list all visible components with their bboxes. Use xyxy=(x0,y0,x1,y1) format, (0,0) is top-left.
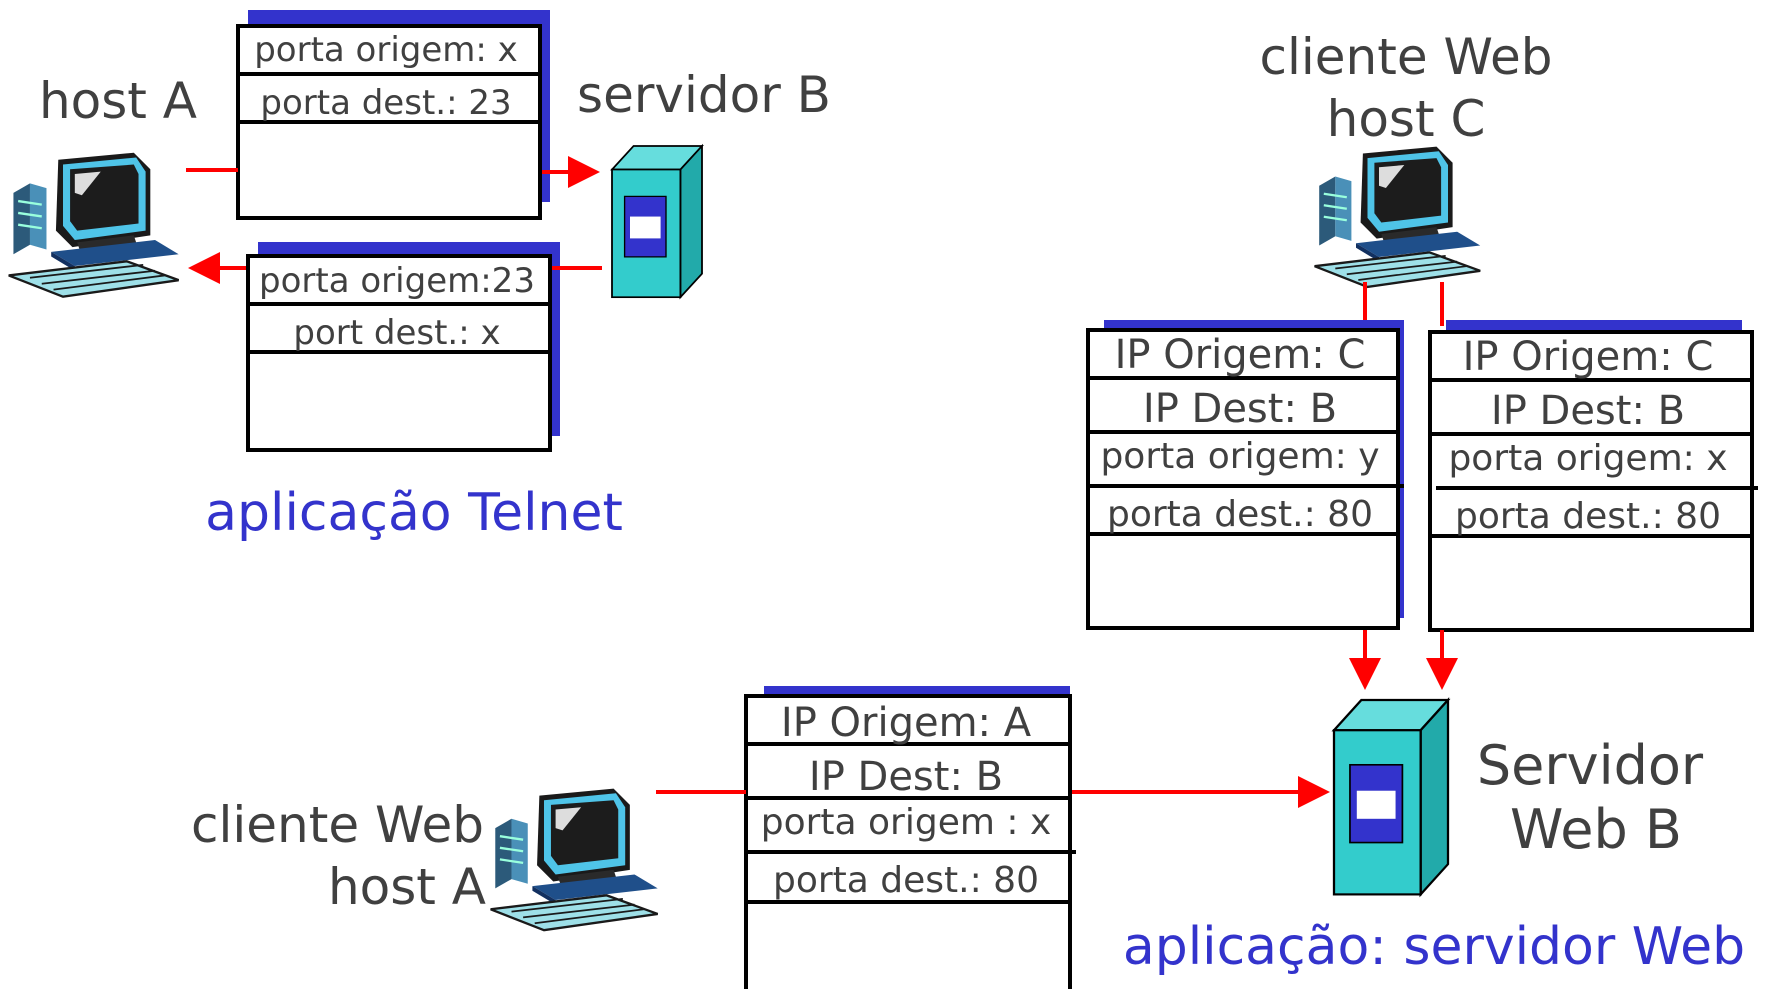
web-segment-a: IP Origem: A IP Dest: B porta origem : x… xyxy=(744,686,1076,993)
segment-ip-src: IP Origem: C xyxy=(1463,334,1714,380)
host-c-label: host C xyxy=(1327,90,1486,148)
segment-src-port: porta origem: x xyxy=(254,30,518,70)
host-a-computer-icon xyxy=(7,151,180,298)
segment-src-port: porta origem: x xyxy=(1448,438,1727,479)
segment-dst-port: porta dest.: 80 xyxy=(773,860,1039,901)
segment-ip-src: IP Origem: C xyxy=(1115,332,1366,378)
web-b-label: Web B xyxy=(1510,798,1682,861)
cliente-web-c-label: cliente Web xyxy=(1260,28,1553,86)
segment-dst-port: porta dest.: 80 xyxy=(1107,494,1373,535)
web-server-icon xyxy=(1332,698,1450,896)
web-segment-c-x: IP Origem: C IP Dest: B porta origem: x … xyxy=(1428,320,1758,632)
segment-src-port: porta origem: y xyxy=(1100,436,1379,477)
telnet-outgoing-segment: porta origem: x porta dest.: 23 xyxy=(236,10,550,220)
host-c-computer-icon xyxy=(1313,145,1482,289)
servidor-web-label: Servidor xyxy=(1477,734,1704,797)
segment-dst-port: port dest.: x xyxy=(293,313,500,353)
servidor-b-server-icon xyxy=(611,145,703,299)
segment-ip-dst: IP Dest: B xyxy=(809,754,1003,800)
web-segment-c-y: IP Origem: C IP Dest: B porta origem: y … xyxy=(1086,320,1404,630)
segment-ip-src: IP Origem: A xyxy=(781,700,1032,746)
segment-dst-port: porta dest.: 80 xyxy=(1455,496,1721,537)
host-a-web-computer-icon xyxy=(489,787,659,932)
cliente-web-a-label: cliente Web xyxy=(191,796,484,854)
servidor-b-label: servidor B xyxy=(577,66,831,124)
telnet-caption: aplicação Telnet xyxy=(205,483,623,543)
segment-ip-dst: IP Dest: B xyxy=(1491,388,1685,434)
segment-ip-dst: IP Dest: B xyxy=(1143,386,1337,432)
telnet-return-segment: porta origem:23 port dest.: x xyxy=(246,242,560,452)
web-caption: aplicação: servidor Web xyxy=(1123,917,1745,977)
segment-src-port: porta origem : x xyxy=(761,802,1052,843)
segment-dst-port: porta dest.: 23 xyxy=(260,83,511,123)
segment-src-port: porta origem:23 xyxy=(259,261,535,301)
host-a-label: host A xyxy=(39,72,197,130)
host-a-web-label: host A xyxy=(328,858,486,916)
